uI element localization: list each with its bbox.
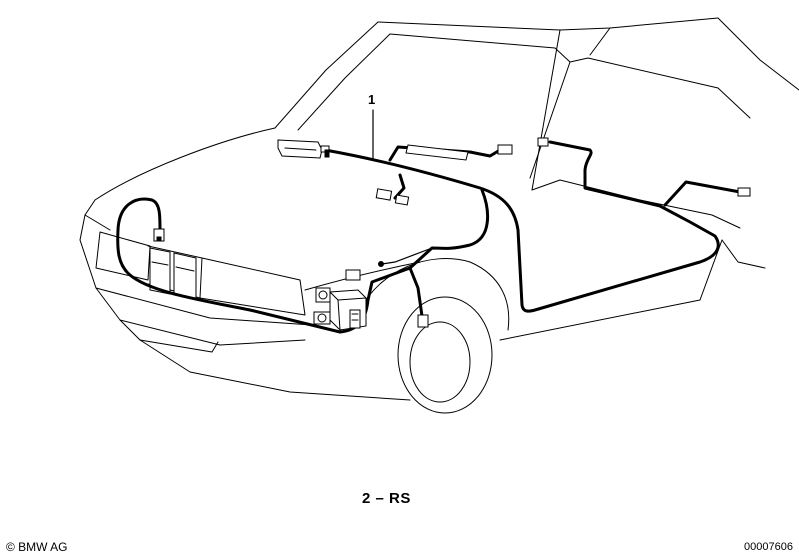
components	[153, 137, 751, 331]
harness-main-trunk	[323, 148, 720, 313]
headlight-left	[95, 231, 151, 281]
fender-line	[304, 261, 421, 291]
connector-rear-top	[537, 137, 549, 147]
bumper-upper	[95, 287, 313, 326]
bumper-lower	[119, 319, 219, 353]
harness-rear-branch	[548, 140, 662, 208]
copyright-notice: © BMW AG	[6, 540, 68, 554]
hydraulic-unit	[313, 287, 367, 331]
connector-rear-right	[737, 187, 751, 197]
door-frame	[531, 29, 561, 191]
diagram-caption: 2 – RS	[362, 490, 411, 507]
kidney-grille	[149, 247, 197, 300]
harness-front-loop	[116, 197, 342, 334]
connector-fender-drop	[417, 314, 429, 328]
connector-fender-top	[345, 269, 361, 281]
control-unit-plug-tip	[324, 149, 330, 158]
side-window-lower	[569, 57, 751, 119]
roof-line	[377, 17, 719, 31]
callout: 1	[368, 92, 375, 161]
front-rim	[409, 321, 471, 403]
side-window-frame	[589, 27, 611, 56]
bumper-bottom	[139, 339, 411, 401]
hood-front-edge	[84, 199, 111, 231]
headlight-right	[199, 257, 306, 316]
wheel-arch	[359, 258, 510, 331]
wiring-harness	[116, 140, 742, 334]
harness-fender-drop	[408, 266, 424, 318]
connector-top-right	[497, 144, 513, 155]
front-tire	[397, 296, 493, 414]
kidney-grille-right	[173, 252, 197, 300]
windshield-inner-left	[297, 33, 391, 131]
sensor-tip	[378, 261, 384, 267]
windshield-connector-bar	[405, 144, 469, 161]
callout-label-1: 1	[368, 92, 375, 107]
car-body-outline	[79, 17, 799, 414]
rocker-panel	[499, 239, 723, 341]
rear-quarter	[721, 239, 766, 269]
windshield-inner	[389, 33, 571, 179]
windshield-frame	[274, 21, 379, 129]
rear-body	[717, 17, 799, 91]
front-fascia	[79, 214, 306, 346]
hood-top-edge	[94, 127, 276, 201]
harness-sensor-lead	[381, 247, 433, 265]
image-number: 00007606	[744, 541, 793, 553]
connector-center-b	[394, 194, 410, 206]
harness-side-branch	[663, 180, 742, 207]
harness-windshield-branch	[388, 145, 502, 162]
connector-center-a	[375, 188, 393, 201]
harness-center-drop	[393, 173, 406, 200]
